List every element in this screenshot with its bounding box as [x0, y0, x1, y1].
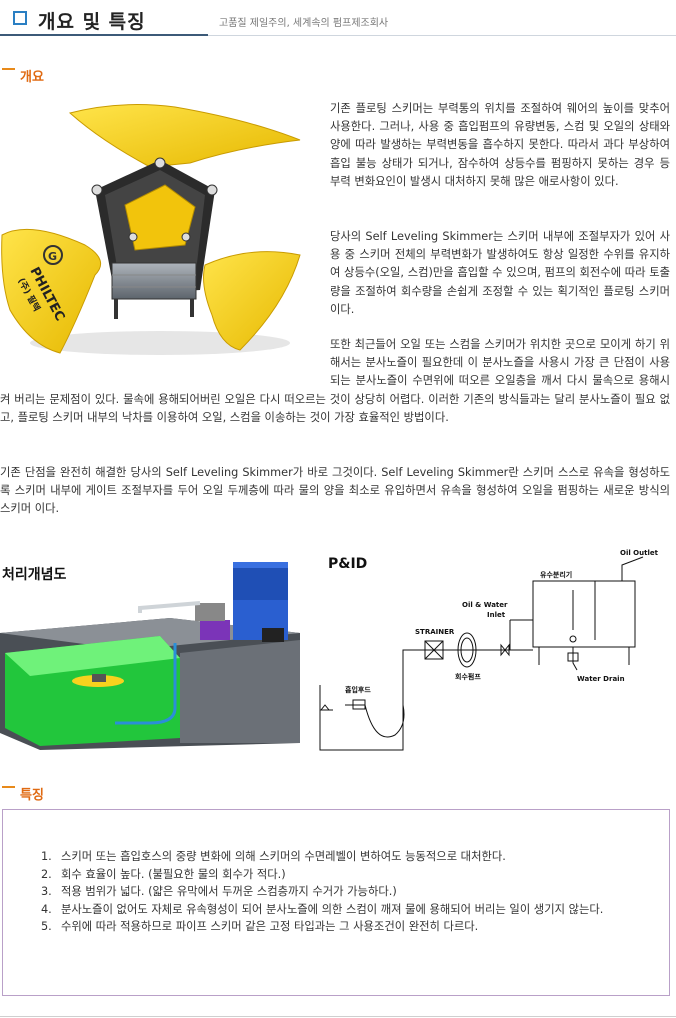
- features-box: 1.스키머 또는 흡입호스의 중량 변화에 의해 스키머의 수면레벨이 변하여도…: [2, 809, 670, 996]
- features-list: 1.스키머 또는 흡입호스의 중량 변화에 의해 스키머의 수면레벨이 변하여도…: [41, 848, 641, 936]
- overview-paragraph-1: 기존 플로팅 스키머는 부력통의 위치를 조절하여 웨어의 높이를 맞추어 사용…: [330, 102, 670, 188]
- pid-diagram-title: P&ID: [328, 556, 368, 572]
- overview-paragraph-2: 당사의 Self Leveling Skimmer는 스키머 내부에 조절부자가…: [330, 230, 670, 316]
- page-title: 개요 및 특징: [38, 11, 146, 33]
- section-marker: [2, 786, 15, 788]
- pid-inlet-label-1: Oil & Water: [462, 601, 508, 609]
- svg-text:G: G: [48, 250, 57, 263]
- header-divider: [208, 35, 676, 36]
- section-marker: [2, 68, 15, 70]
- title-square-icon: [13, 11, 27, 25]
- overview-heading: 개요: [20, 70, 44, 85]
- pid-inlet-label-2: Inlet: [487, 611, 506, 619]
- header-underline: [0, 34, 208, 36]
- overview-paragraph-3: 또한 최근들어 오일 또는 스컴을 스키머가 위치한 곳으로 모이게 하기 위해…: [0, 338, 670, 424]
- company-slogan: 고품질 제일주의, 세계속의 펌프제조회사: [219, 18, 389, 29]
- pid-diagram: Oil Outlet 유수분리기 Oil & Water Inlet STRAI…: [315, 545, 676, 755]
- features-heading: 특징: [20, 788, 44, 803]
- overview-paragraph-4: 기존 단점을 완전히 해결한 당사의 Self Leveling Skimmer…: [0, 466, 670, 516]
- skimmer-product-image: G PHILTEC (주) 필텍: [0, 95, 312, 365]
- feature-item: 3.적용 범위가 넓다. (얇은 유막에서 두꺼운 스컴층까지 수거가 가능하다…: [41, 885, 397, 898]
- pid-pump-label: 회수펌프: [455, 672, 481, 681]
- feature-item: 1.스키머 또는 흡입호스의 중량 변화에 의해 스키머의 수면레벨이 변하여도…: [41, 850, 506, 863]
- feature-item: 2.회수 효율이 높다. (불필요한 물의 회수가 적다.): [41, 867, 286, 881]
- pid-strainer-label: STRAINER: [415, 628, 455, 636]
- pid-water-drain-label: Water Drain: [577, 675, 625, 683]
- feature-item: 5.수위에 따라 적용하므로 파이프 스키머 같은 고정 타입과는 그 사용조건…: [41, 920, 479, 933]
- pid-oil-outlet-label: Oil Outlet: [620, 549, 659, 557]
- footer-divider: [0, 1016, 676, 1017]
- overview-paragraph-3-wrap: 또한 최근들어 오일 또는 스컴을 스키머가 위치한 곳으로 모이게 하기 위해…: [0, 336, 670, 427]
- feature-item: 4.분사노즐이 없어도 자체로 유속형성이 되어 분사노즐에 의한 스컴이 깨져…: [41, 902, 604, 916]
- concept-diagram-title: 처리개념도: [2, 567, 67, 583]
- pid-suction-hood-label: 흡입후드: [345, 685, 371, 694]
- concept-diagram-image: [0, 558, 312, 753]
- pid-separator-label: 유수분리기: [540, 570, 572, 579]
